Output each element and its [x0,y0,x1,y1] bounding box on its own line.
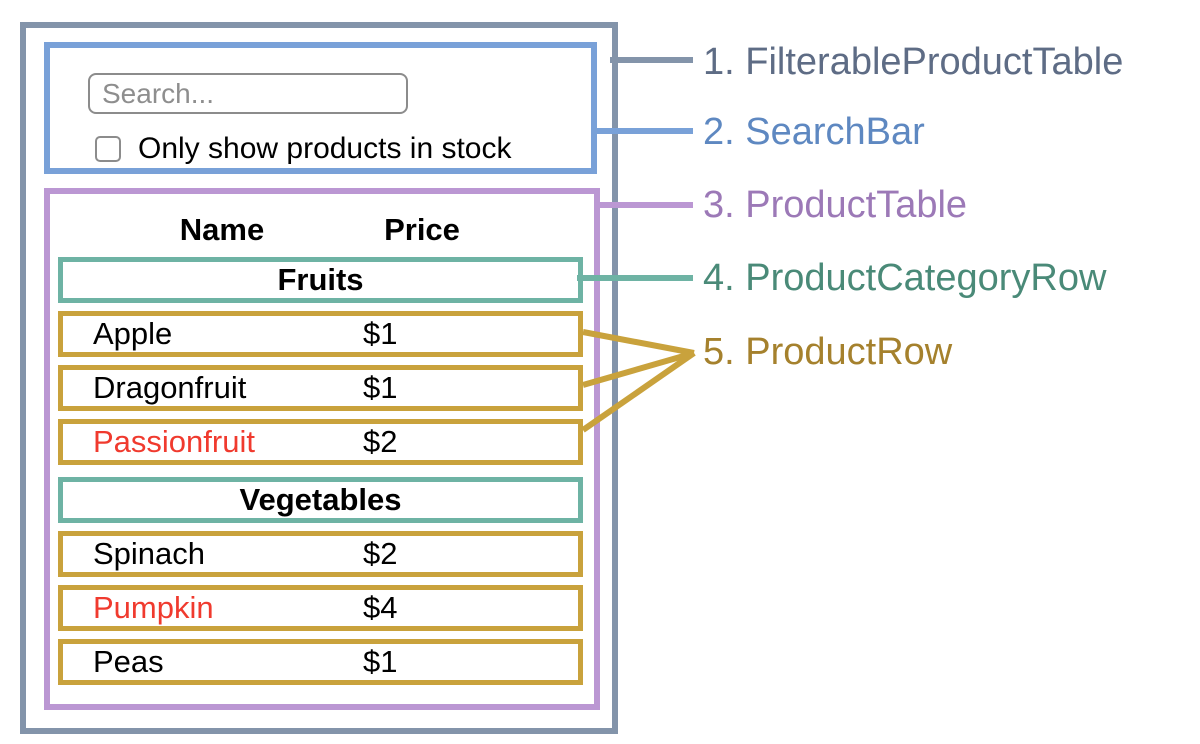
product-price: $2 [363,424,398,459]
product-name: Peas [93,644,164,679]
product-category-row: Fruits [58,257,583,303]
product-row: Passionfruit $2 [58,419,583,465]
product-row: Apple $1 [58,311,583,357]
stock-checkbox-label: Only show products in stock [138,132,512,165]
product-name: Spinach [93,536,206,571]
stock-filter: Only show products in stock [95,132,512,166]
connector-line-product-table [594,202,693,208]
category-label: Fruits [277,262,364,297]
connector-line-product-row [582,329,695,356]
product-name: Apple [93,316,173,351]
product-name: Passionfruit [93,424,255,459]
category-label: Vegetables [239,482,402,517]
legend-label-product-category-row: 4. ProductCategoryRow [703,257,1107,299]
connector-line-filterable-product-table [610,57,693,63]
product-name: Dragonfruit [93,370,247,405]
legend-label-product-table: 3. ProductTable [703,184,968,226]
product-price: $2 [363,536,398,571]
product-row: Spinach $2 [58,531,583,577]
product-category-row: Vegetables [58,477,583,523]
stock-checkbox[interactable] [95,136,121,162]
product-name: Pumpkin [93,590,214,625]
product-price: $1 [363,644,398,679]
product-price: $1 [363,316,398,351]
connector-line-search-bar [591,128,693,134]
product-price: $1 [363,370,398,405]
connector-line-product-row [581,350,696,433]
legend-label-filterable-product-table: 1. FilterableProductTable [703,41,1124,83]
column-header-price: Price [384,212,460,247]
legend-label-search-bar: 2. SearchBar [703,111,925,153]
connector-line-product-category-row [577,275,693,281]
product-row: Pumpkin $4 [58,585,583,631]
connector-line-product-row [582,350,695,388]
column-header-name: Name [179,212,265,247]
search-input[interactable] [88,73,408,114]
connector-lines-product-row [581,329,696,433]
product-price: $4 [363,590,398,625]
product-row: Dragonfruit $1 [58,365,583,411]
product-row: Peas $1 [58,639,583,685]
legend-label-product-row: 5. ProductRow [703,331,953,373]
